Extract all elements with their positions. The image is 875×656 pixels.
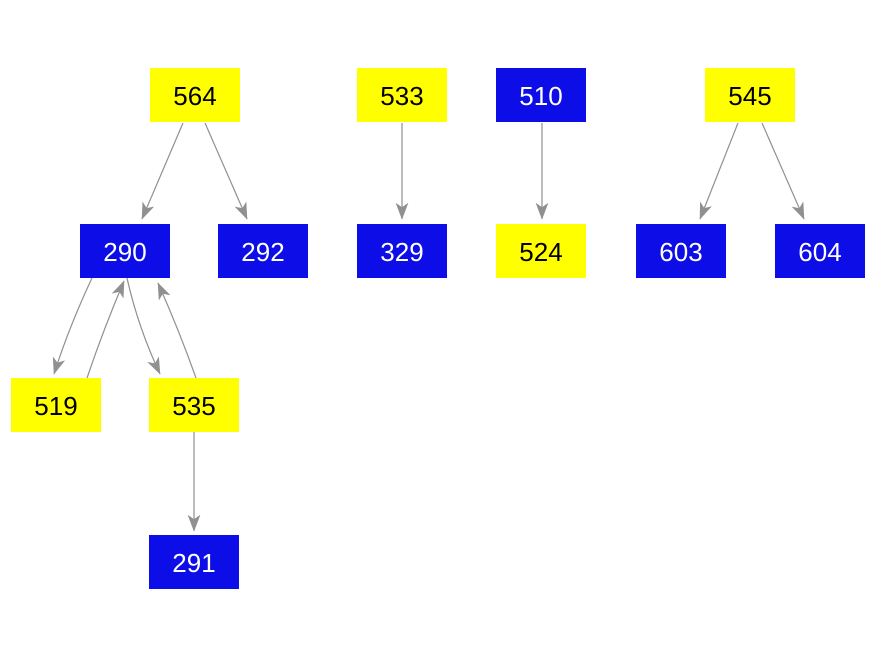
edge-519-290 <box>86 280 125 379</box>
edge-545-604 <box>761 122 805 220</box>
node-604-box <box>775 224 865 278</box>
node-533-box <box>357 68 447 122</box>
edge-564-292 <box>204 122 248 220</box>
edges-layer <box>52 122 805 532</box>
node-292: 292 <box>218 224 308 278</box>
node-519: 519 <box>11 378 101 432</box>
edge-290-519 <box>52 277 93 375</box>
node-603-box <box>636 224 726 278</box>
node-519-label: 519 <box>34 391 77 421</box>
node-545: 545 <box>705 68 795 122</box>
node-291-label: 291 <box>172 548 215 578</box>
node-291-box <box>149 535 239 589</box>
nodes-layer: 564 533 510 545 290 292 329 524 603 604 519 535 291 <box>11 68 865 589</box>
node-604: 604 <box>775 224 865 278</box>
node-545-box <box>705 68 795 122</box>
node-292-label: 292 <box>241 237 284 267</box>
node-564-label: 564 <box>173 81 216 111</box>
node-329-box <box>357 224 447 278</box>
node-519-box <box>11 378 101 432</box>
node-292-box <box>218 224 308 278</box>
node-510-box <box>496 68 586 122</box>
node-524: 524 <box>496 224 586 278</box>
node-510-label: 510 <box>519 81 562 111</box>
node-329: 329 <box>357 224 447 278</box>
edge-535-290 <box>157 282 197 379</box>
node-290-box <box>80 224 170 278</box>
node-604-label: 604 <box>798 237 841 267</box>
edge-545-603 <box>699 122 739 220</box>
node-290: 290 <box>80 224 170 278</box>
node-533-label: 533 <box>380 81 423 111</box>
node-535: 535 <box>149 378 239 432</box>
edge-564-290 <box>141 122 184 220</box>
node-533: 533 <box>357 68 447 122</box>
node-535-label: 535 <box>172 391 215 421</box>
node-564: 564 <box>150 68 240 122</box>
node-545-label: 545 <box>728 81 771 111</box>
node-564-box <box>150 68 240 122</box>
node-535-box <box>149 378 239 432</box>
node-524-label: 524 <box>519 237 562 267</box>
node-291: 291 <box>149 535 239 589</box>
node-524-box <box>496 224 586 278</box>
node-603: 603 <box>636 224 726 278</box>
node-603-label: 603 <box>659 237 702 267</box>
node-510: 510 <box>496 68 586 122</box>
edge-290-535 <box>126 277 161 375</box>
node-329-label: 329 <box>380 237 423 267</box>
node-290-label: 290 <box>103 237 146 267</box>
